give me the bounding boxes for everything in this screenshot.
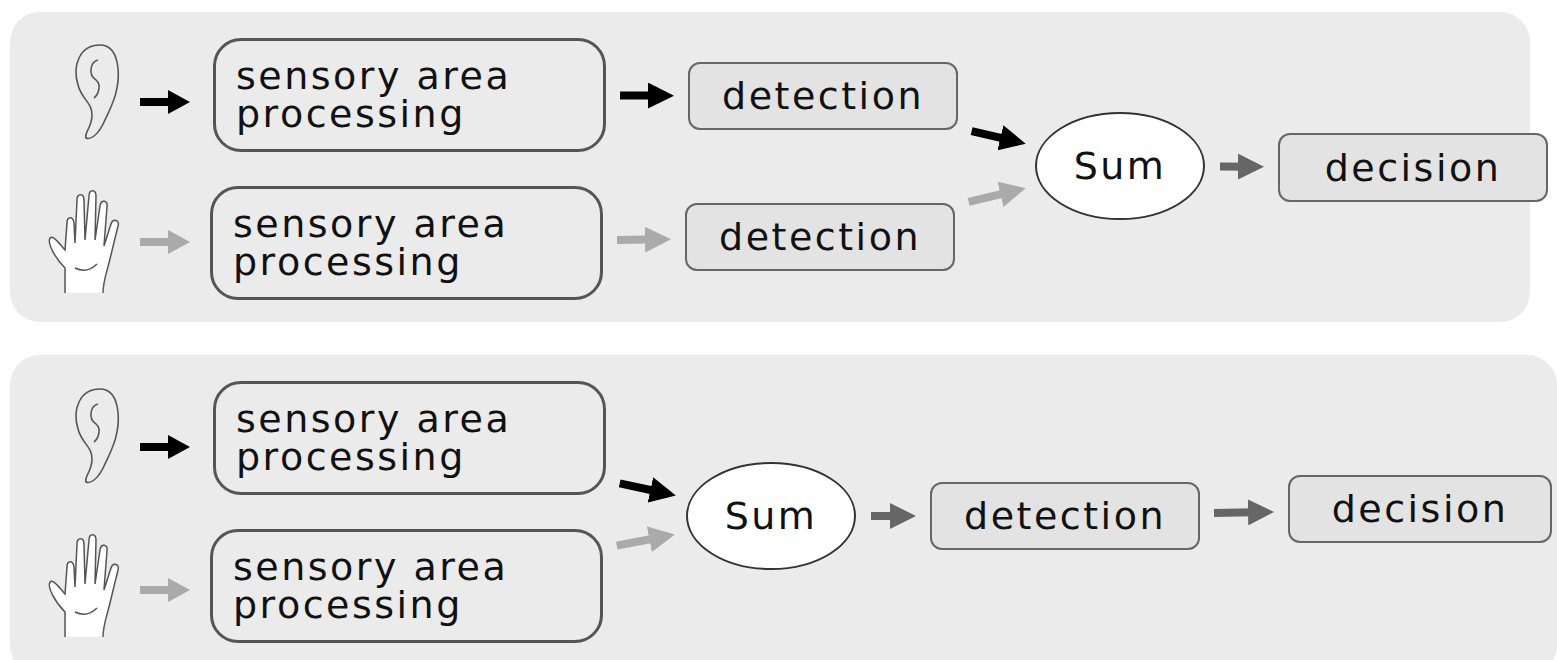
- flow-arrow: [1214, 512, 1266, 513]
- flow-arrow: [969, 190, 1018, 202]
- process-box: sensory area processing: [210, 529, 603, 643]
- flow-arrow: [1220, 163, 1256, 171]
- process-box: detection: [930, 482, 1200, 550]
- input-arrow: [140, 435, 190, 459]
- hand-icon: [49, 535, 118, 637]
- process-box: sensory area processing: [213, 38, 606, 152]
- process-box: decision: [1288, 475, 1552, 543]
- flow-arrow: [620, 483, 668, 493]
- process-box: detection: [688, 62, 958, 130]
- flow-arrow: [871, 512, 908, 520]
- box-label: decision: [1332, 490, 1509, 528]
- input-arrow: [140, 578, 190, 602]
- box-label: sensory area processing: [236, 400, 585, 476]
- hand-icon: [49, 191, 118, 293]
- box-label: sensory area processing: [233, 548, 582, 624]
- box-label: decision: [1325, 149, 1502, 187]
- input-arrow: [140, 90, 190, 114]
- flow-arrow: [620, 92, 666, 100]
- process-box: sensory area processing: [210, 186, 603, 300]
- flow-arrow: [617, 536, 667, 546]
- box-label: detection: [719, 218, 921, 256]
- process-box: decision: [1278, 133, 1548, 202]
- box-label: detection: [722, 77, 924, 115]
- input-arrow: [140, 230, 190, 254]
- ear-icon: [76, 45, 118, 138]
- flow-arrow: [617, 235, 663, 244]
- sum-ellipse: Sum: [685, 461, 857, 571]
- ear-icon: [76, 389, 118, 482]
- flow-arrow: [972, 131, 1018, 142]
- sum-label: Sum: [1074, 147, 1167, 185]
- box-label: sensory area processing: [233, 205, 582, 281]
- process-box: detection: [685, 203, 955, 271]
- panel-background: [10, 355, 1557, 660]
- box-label: detection: [964, 497, 1166, 535]
- sum-ellipse: Sum: [1034, 111, 1206, 221]
- box-label: sensory area processing: [236, 57, 585, 133]
- process-box: sensory area processing: [213, 381, 606, 495]
- sum-label: Sum: [725, 497, 818, 535]
